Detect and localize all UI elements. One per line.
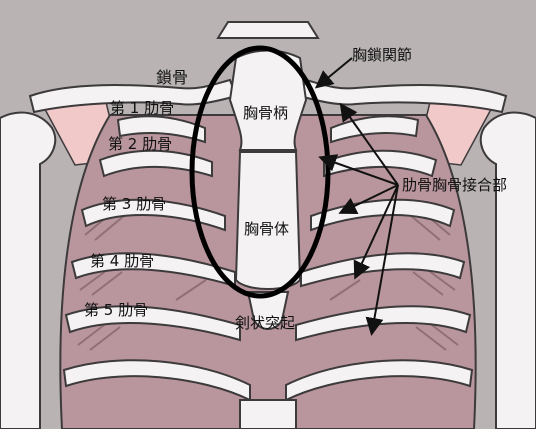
label-xiphoid: 剣状突起 xyxy=(235,314,296,332)
label-sternum-body: 胸骨体 xyxy=(244,220,290,238)
left-shoulder xyxy=(0,111,57,429)
annotation-arrows xyxy=(314,57,399,336)
label-clavicle: 鎖骨 xyxy=(156,68,189,87)
label-rib3: 第 3 肋骨 xyxy=(102,195,167,213)
label-rib4: 第 4 肋骨 xyxy=(90,252,155,270)
label-rib2: 第 2 肋骨 xyxy=(108,135,173,153)
label-manubrium: 胸骨柄 xyxy=(243,104,289,122)
label-sternoclavicular-joint: 胸鎖関節 xyxy=(352,46,413,64)
right-shoulder xyxy=(479,111,536,429)
sternum xyxy=(228,49,308,330)
vertebra-top xyxy=(216,21,320,39)
label-rib1: 第 1 肋骨 xyxy=(110,99,175,117)
lower-vertebrae xyxy=(239,399,297,429)
label-rib5: 第 5 肋骨 xyxy=(84,301,149,319)
label-costosternal-joint: 肋骨胸骨接合部 xyxy=(402,176,508,194)
sternum-highlight-ellipse xyxy=(189,45,331,299)
